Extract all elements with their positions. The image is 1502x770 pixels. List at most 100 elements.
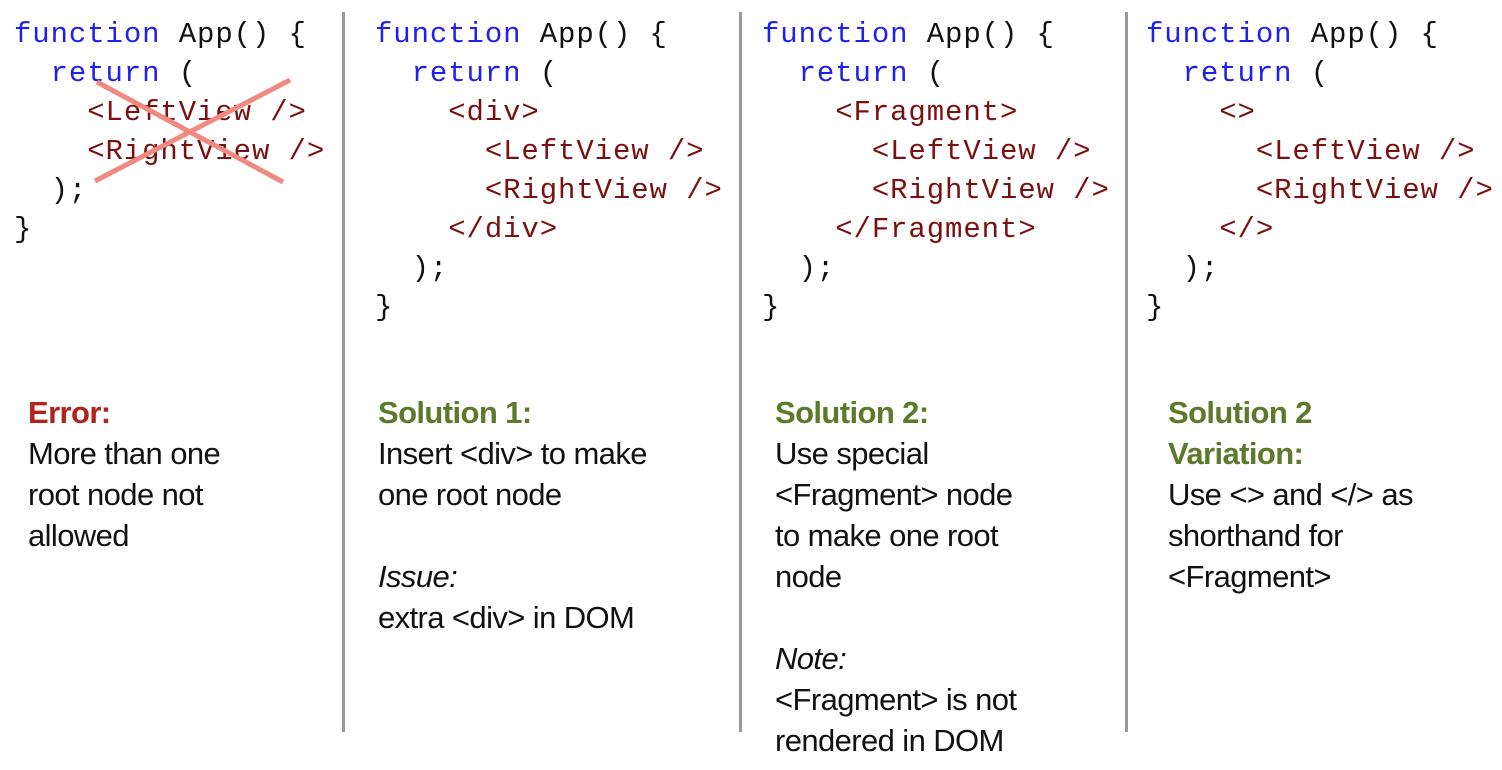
code-text (762, 174, 872, 207)
description-text: <Fragment> node (775, 477, 1013, 512)
spacer (775, 597, 1016, 638)
code-text: } (1146, 291, 1165, 324)
code-jsx-tag: <RightView /> (1255, 174, 1494, 207)
description-label: Note: (775, 641, 847, 676)
code-line: } (14, 210, 325, 249)
code-jsx-tag: <> (1219, 96, 1256, 129)
code-jsx-tag: <RightView /> (871, 174, 1110, 207)
code-line: } (375, 288, 723, 327)
code-jsx-tag: <LeftView /> (1255, 135, 1476, 168)
description-text: Use <> and </> as (1168, 477, 1413, 512)
description-text: node (775, 559, 842, 594)
code-line: function App() { (14, 15, 325, 54)
code-line: <LeftView /> (762, 132, 1110, 171)
code-line: ); (375, 249, 723, 288)
description-text: root node not (28, 477, 204, 512)
code-text: } (14, 213, 33, 246)
code-jsx-tag: <LeftView /> (484, 135, 705, 168)
code-text (375, 135, 485, 168)
code-line: <Fragment> (762, 93, 1110, 132)
code-line: <RightView /> (1146, 171, 1494, 210)
code-text: ( (160, 57, 198, 90)
code-text (1146, 174, 1256, 207)
code-block: function App() { return ( <LeftView /> <… (14, 15, 325, 249)
code-keyword: return (1182, 57, 1293, 90)
code-text (375, 174, 485, 207)
description-heading: Variation: (1168, 436, 1304, 471)
code-line: </Fragment> (762, 210, 1110, 249)
code-block: function App() { return ( <Fragment> <Le… (762, 15, 1110, 327)
code-line: </div> (375, 210, 723, 249)
code-text: ); (1146, 252, 1220, 285)
description-text: Insert <div> to make (378, 436, 647, 471)
code-text (762, 213, 835, 246)
spacer (378, 515, 647, 556)
code-jsx-tag: <Fragment> (835, 96, 1019, 129)
code-text (762, 96, 835, 129)
code-line: ); (762, 249, 1110, 288)
code-text: ); (762, 252, 836, 285)
code-line: return ( (762, 54, 1110, 93)
description-text: extra <div> in DOM (378, 600, 635, 635)
code-jsx-tag: <div> (448, 96, 540, 129)
code-text (1146, 96, 1219, 129)
description-text: rendered in DOM (775, 723, 1004, 758)
description-heading: Solution 2 (1168, 395, 1312, 430)
code-line: <LeftView /> (375, 132, 723, 171)
code-text: ( (908, 57, 946, 90)
code-line: <div> (375, 93, 723, 132)
code-jsx-tag: </> (1219, 213, 1275, 246)
code-text: ); (14, 174, 88, 207)
code-keyword: function (1146, 18, 1293, 51)
code-line: ); (1146, 249, 1494, 288)
code-line: function App() { (1146, 15, 1494, 54)
code-text (1146, 213, 1219, 246)
description-text: Use special (775, 436, 929, 471)
code-line: <RightView /> (762, 171, 1110, 210)
description-heading: Solution 2: (775, 395, 929, 430)
column-divider (342, 12, 345, 732)
description-text: shorthand for (1168, 518, 1343, 553)
description: Solution 2 Variation: Use <> and </> as sho… (1168, 392, 1413, 597)
code-text: App() { (160, 18, 307, 51)
code-text: App() { (908, 18, 1055, 51)
code-text: App() { (1292, 18, 1439, 51)
code-line: } (1146, 288, 1494, 327)
code-keyword: function (762, 18, 909, 51)
code-text (375, 96, 448, 129)
code-keyword: function (14, 18, 161, 51)
code-text: ( (521, 57, 559, 90)
description: Solution 2: Use special <Fragment> node to … (775, 392, 1017, 761)
description-text: to make one root (775, 518, 999, 553)
code-text (1146, 135, 1256, 168)
code-text (762, 135, 872, 168)
column-divider (739, 12, 742, 732)
code-jsx-tag: <RightView /> (484, 174, 723, 207)
code-jsx-tag: <LeftView /> (871, 135, 1092, 168)
code-text: ); (375, 252, 449, 285)
code-jsx-tag: </Fragment> (835, 213, 1037, 246)
cross-out-mark (93, 77, 292, 185)
code-text: } (762, 291, 781, 324)
code-jsx-tag: </div> (448, 213, 559, 246)
code-block: function App() { return ( <div> <LeftVie… (375, 15, 723, 327)
description-text: one root node (378, 477, 562, 512)
code-line: return ( (375, 54, 723, 93)
code-block: function App() { return ( <> <LeftView /… (1146, 15, 1494, 327)
code-line: <LeftView /> (1146, 132, 1494, 171)
code-keyword: return (798, 57, 909, 90)
code-text: App() { (521, 18, 668, 51)
code-line: <RightView /> (375, 171, 723, 210)
code-text (762, 57, 799, 90)
code-keyword: return (411, 57, 522, 90)
code-text (375, 213, 448, 246)
code-text (1146, 57, 1183, 90)
code-line: } (762, 288, 1110, 327)
description-text: More than one (28, 436, 221, 471)
code-line: <> (1146, 93, 1494, 132)
code-keyword: function (375, 18, 522, 51)
description-label: Issue: (378, 559, 458, 594)
column-divider (1125, 12, 1128, 732)
description-text: <Fragment> (1168, 559, 1331, 594)
